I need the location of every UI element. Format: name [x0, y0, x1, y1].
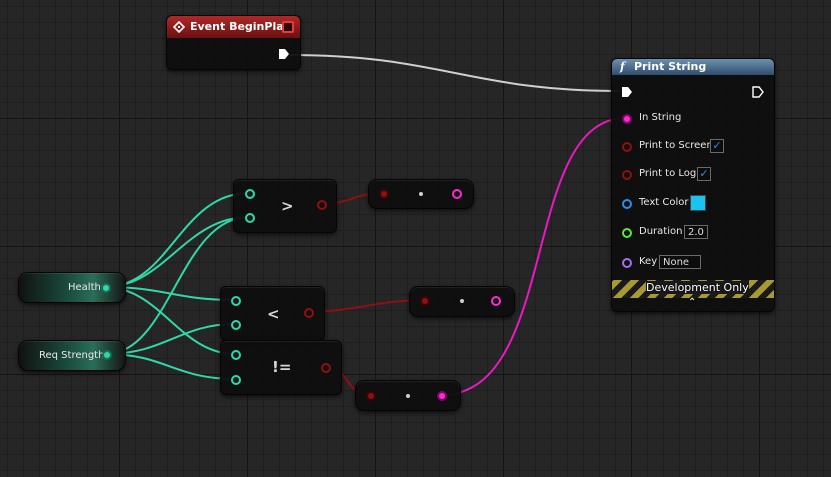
print-to-log-label: Print to Log	[639, 168, 697, 179]
variable-node-req-strength[interactable]: Req Strength	[18, 340, 126, 371]
input-a-pin[interactable]	[245, 189, 255, 199]
key-input[interactable]: None	[659, 255, 701, 269]
print-to-screen-checkbox[interactable]: ✓	[710, 139, 724, 153]
float-wire	[104, 216, 250, 288]
string-wire	[440, 117, 627, 396]
collapse-arrow-icon[interactable]: ⌃	[688, 297, 697, 308]
variable-name: Health	[68, 282, 101, 293]
input-b-pin[interactable]	[231, 375, 241, 385]
key-label: Key	[639, 256, 658, 267]
operator-label: >	[281, 197, 294, 215]
print-string-node[interactable]: f Print String In String Print to Screen…	[611, 58, 775, 312]
float-wire	[104, 192, 250, 288]
print-string-header: f Print String	[612, 59, 774, 75]
conversion-dot	[406, 394, 410, 398]
conversion-dot	[419, 192, 423, 196]
text-color-swatch[interactable]	[690, 195, 706, 211]
bool-output-pin[interactable]	[321, 363, 331, 373]
duration-label: Duration	[639, 226, 683, 237]
development-only-label: Development Only	[646, 281, 749, 294]
less-than-node[interactable]: <	[220, 286, 325, 341]
conversion-dot	[460, 299, 464, 303]
print-to-log-checkbox[interactable]: ✓	[697, 167, 711, 181]
variable-output-pin[interactable]	[101, 283, 111, 293]
input-a-pin[interactable]	[231, 350, 241, 360]
bool-wire	[307, 299, 425, 313]
variable-node-health[interactable]: Health	[18, 272, 126, 303]
input-b-pin[interactable]	[245, 213, 255, 223]
event-diamond-icon	[173, 21, 185, 33]
event-delegate-icon[interactable]	[282, 21, 294, 33]
exec-wire	[289, 54, 621, 92]
bool-input-pin[interactable]	[420, 296, 430, 306]
variable-output-pin[interactable]	[102, 350, 112, 360]
string-output-pin[interactable]	[437, 391, 447, 401]
development-only-banner: Development Only	[612, 280, 774, 298]
input-b-pin[interactable]	[231, 320, 241, 330]
exec-out-pin[interactable]	[278, 48, 290, 60]
operator-label: <	[267, 305, 280, 323]
exec-out-pin[interactable]	[752, 86, 764, 98]
text-color-label: Text Color	[639, 197, 689, 208]
bool-output-pin[interactable]	[317, 200, 327, 210]
duration-pin[interactable]	[622, 228, 632, 238]
greater-than-node[interactable]: >	[233, 179, 337, 233]
float-wire	[105, 216, 250, 355]
print-string-title: Print String	[634, 60, 707, 73]
operator-label: !=	[272, 358, 292, 376]
bool-input-pin[interactable]	[379, 189, 389, 199]
in-string-label: In String	[639, 112, 682, 123]
event-title: Event BeginPlay	[190, 20, 291, 33]
function-icon: f	[620, 60, 625, 73]
bool-input-pin[interactable]	[366, 391, 376, 401]
variable-name: Req Strength	[39, 350, 105, 361]
string-output-pin[interactable]	[491, 296, 501, 306]
bool-output-pin[interactable]	[304, 308, 314, 318]
print-to-screen-label: Print to Screen	[639, 140, 713, 151]
bool-to-string-node-3[interactable]	[355, 380, 461, 411]
in-string-pin[interactable]	[622, 114, 632, 124]
duration-input[interactable]: 2.0	[684, 225, 708, 239]
input-a-pin[interactable]	[231, 296, 241, 306]
text-color-pin[interactable]	[622, 199, 632, 209]
print-to-screen-pin[interactable]	[622, 142, 632, 152]
key-pin[interactable]	[622, 258, 632, 268]
bool-to-string-node-2[interactable]	[409, 286, 515, 317]
event-header: Event BeginPlay	[167, 16, 300, 38]
event-beginplay-node[interactable]: Event BeginPlay	[166, 15, 301, 70]
string-output-pin[interactable]	[452, 189, 462, 199]
bool-to-string-node-1[interactable]	[368, 179, 474, 209]
exec-in-pin[interactable]	[621, 86, 633, 98]
print-to-log-pin[interactable]	[622, 170, 632, 180]
not-equal-node[interactable]: !=	[220, 340, 342, 395]
